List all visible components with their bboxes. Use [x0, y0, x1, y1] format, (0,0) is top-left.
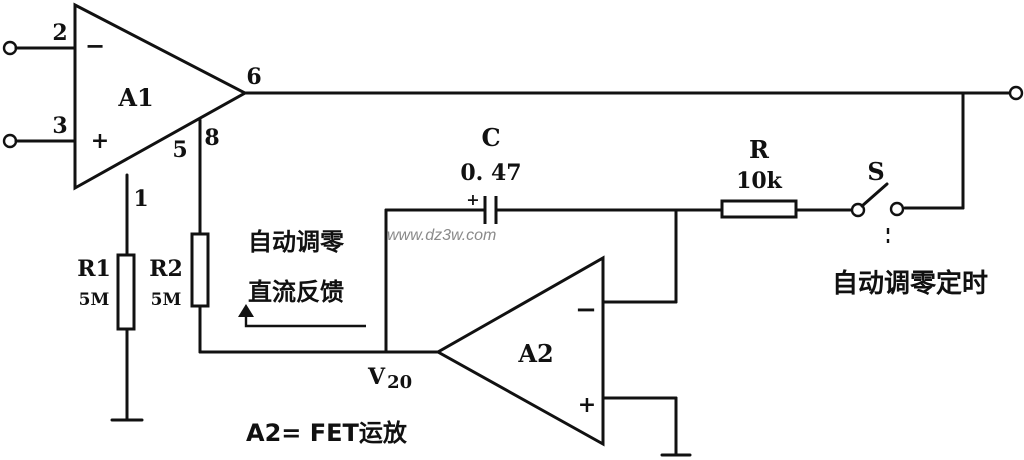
a1-pin-2-label: 2: [52, 20, 67, 46]
capacitor-polarity-mark: +: [466, 190, 479, 209]
r2-label: R2: [149, 256, 183, 282]
output-terminal[interactable]: [1008, 85, 1024, 101]
feedback-arrow: [244, 316, 366, 328]
switch-s-blade[interactable]: [860, 182, 889, 208]
capacitor-label: C: [481, 123, 500, 152]
node-v20-subscript: 20: [387, 372, 412, 393]
switch-timing-caption: 自动调零定时: [832, 268, 988, 299]
switch-label: S: [867, 157, 884, 186]
capacitor-value: 0. 47: [460, 160, 521, 186]
a1-noninverting-sign: +: [91, 128, 109, 154]
a1-label: A1: [117, 83, 153, 112]
switch-contact-right: [889, 201, 905, 217]
r2-value: 5M: [151, 290, 182, 310]
feedback-label-line1: 自动调零: [248, 228, 345, 256]
a1-pin-5-label: 5: [172, 137, 187, 163]
node-v20-main: V: [367, 364, 386, 390]
feedback-label-line2: 直流反馈: [248, 278, 344, 306]
a2-description: A2= FET运放: [246, 419, 408, 447]
op-amp-a2: [434, 255, 605, 447]
input-terminal-noninverting[interactable]: [2, 133, 18, 149]
a1-pin-6-label: 6: [246, 64, 261, 90]
resistor-r-label: R: [749, 135, 770, 164]
r1-label: R1: [77, 256, 111, 282]
feedback-arrowhead: [238, 304, 254, 317]
resistor-r: [720, 199, 798, 219]
r1-value: 5M: [79, 290, 110, 310]
a2-inverting-sign: −: [575, 295, 597, 325]
input-terminal-inverting[interactable]: [2, 40, 18, 56]
op-amp-a1: [73, 2, 249, 191]
watermark: www.dz3w.com: [387, 227, 496, 244]
a2-noninverting-sign: +: [578, 392, 596, 418]
a1-inverting-sign: −: [85, 31, 105, 60]
resistor-r2: [190, 232, 210, 308]
a2-label: A2: [517, 339, 553, 368]
a1-pin-1-label: 1: [133, 186, 148, 212]
a1-pin-8-label: 8: [204, 125, 219, 151]
a1-pin-3-label: 3: [52, 113, 67, 139]
resistor-r1: [116, 253, 136, 331]
resistor-r-value: 10k: [736, 168, 783, 194]
